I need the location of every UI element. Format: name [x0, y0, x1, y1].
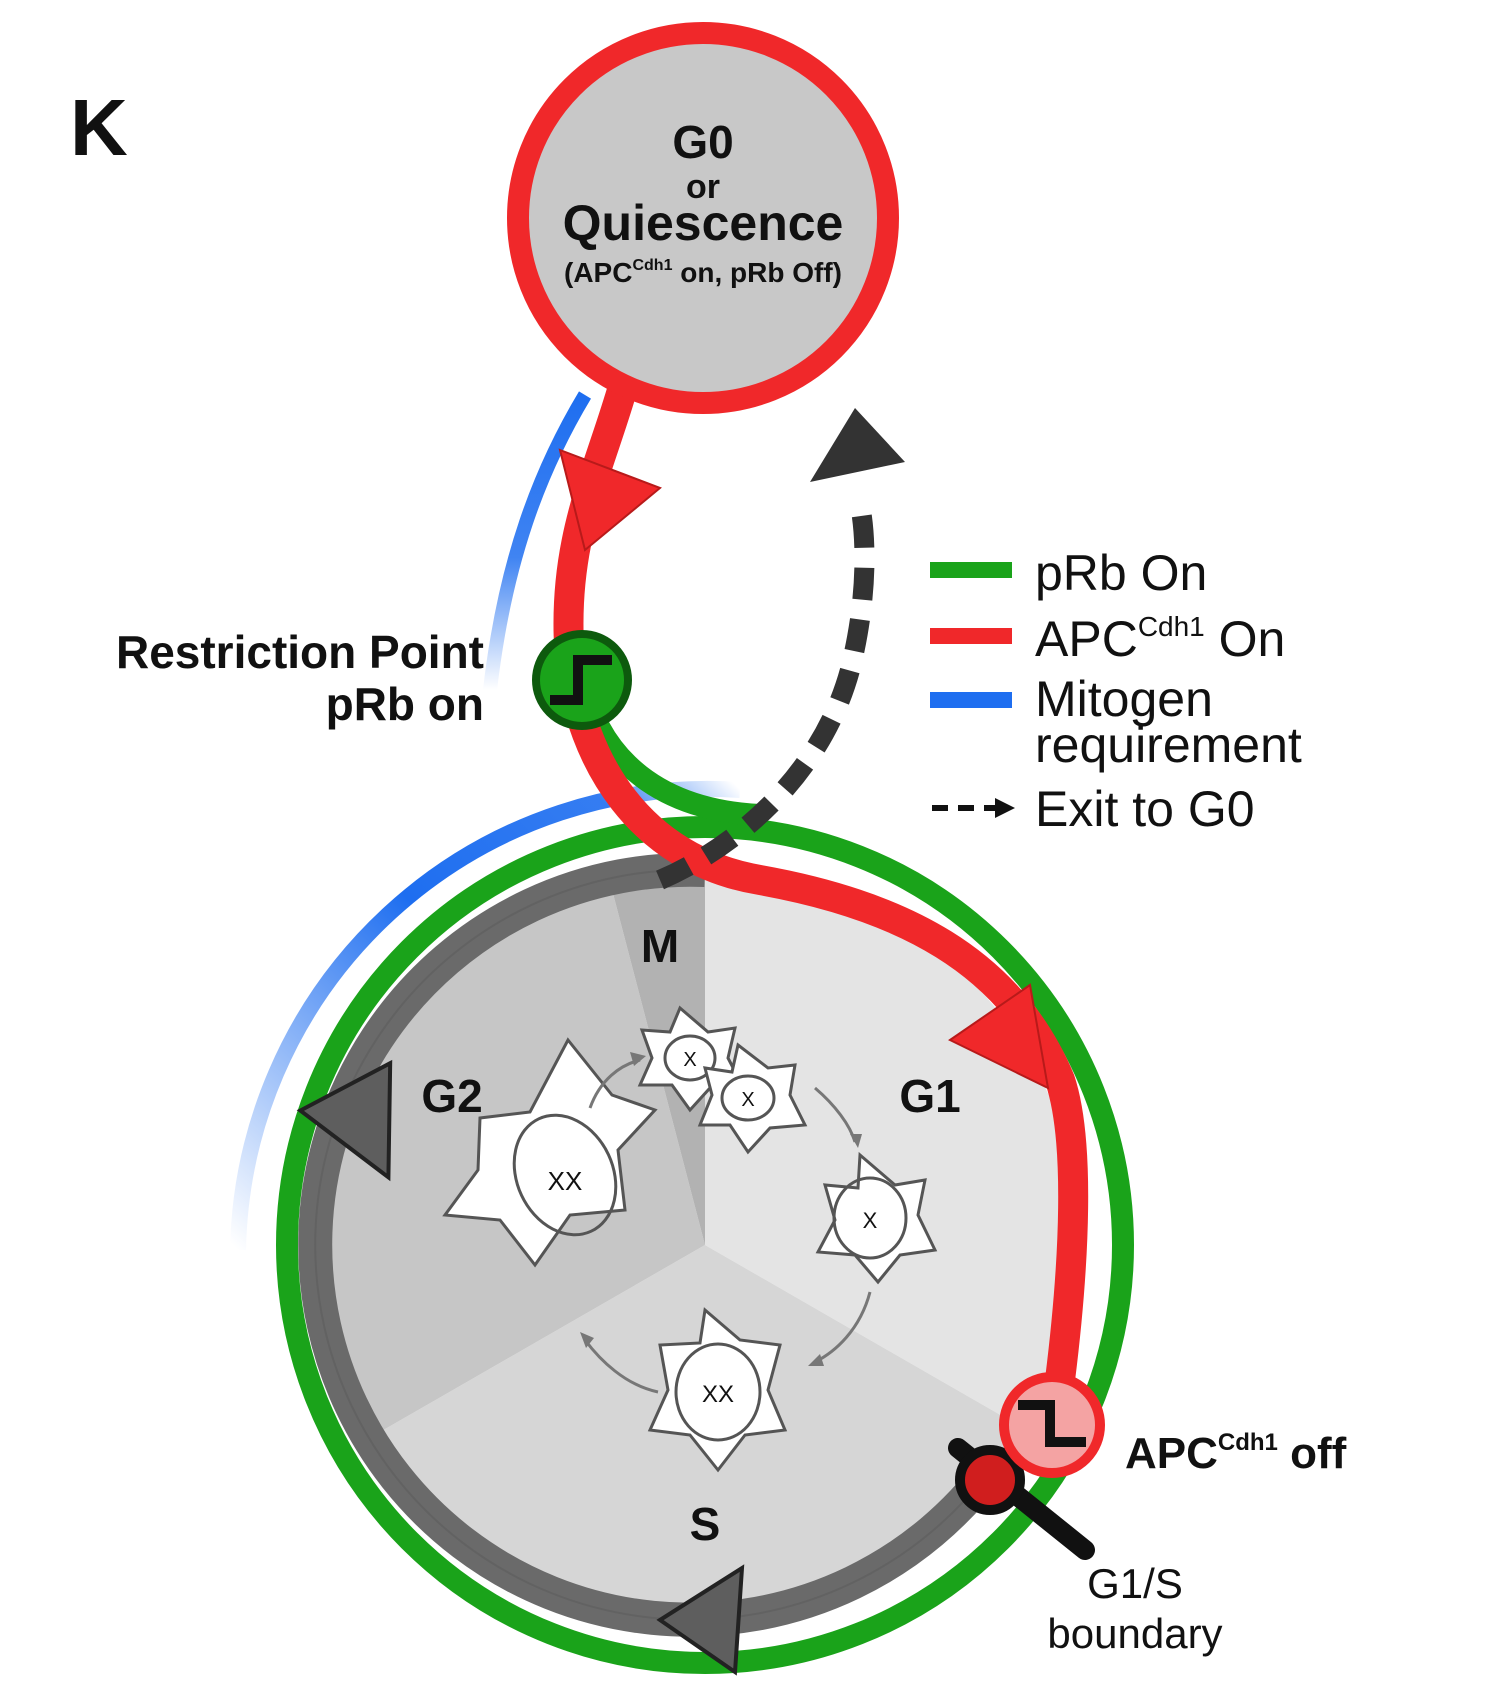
apc-on-path [553, 365, 1089, 1395]
switch-off-icon [999, 1372, 1105, 1478]
prb-on-ring [276, 816, 1134, 1674]
restriction-point-label: Restriction Point [116, 626, 484, 678]
svg-text:X: X [741, 1089, 754, 1111]
boundary-label: boundary [1047, 1610, 1222, 1657]
g0-quiescence: Quiescence [563, 195, 844, 251]
panel-letter: K [70, 83, 128, 172]
phase-g2-label: G2 [421, 1070, 482, 1122]
cycle-track [298, 852, 1004, 1637]
apc-off-label: APCCdh1 off [1125, 1429, 1347, 1478]
arrow-s-to-g2-icon [656, 1564, 745, 1676]
legend-mitogen-label: Mitogen [1035, 671, 1213, 727]
sector-g1 [705, 870, 1080, 1432]
cell-cycle-arrowheads [580, 1052, 862, 1366]
legend-exit-label: Exit to G0 [1035, 781, 1255, 837]
svg-text:X: X [683, 1049, 696, 1071]
legend-mitogen-swatch [930, 692, 1012, 708]
legend: pRb On APCCdh1 On Mitogen requirement Ex… [930, 545, 1302, 837]
legend-apc-swatch [930, 628, 1012, 644]
legend-prb-label: pRb On [1035, 545, 1207, 601]
phase-g1-label: G1 [899, 1070, 960, 1122]
g0-detail: (APCCdh1 on, pRb Off) [564, 257, 842, 288]
arrow-exit-g0-icon [810, 408, 905, 482]
exit-to-g0-path [656, 503, 875, 890]
phase-m-label: M [641, 920, 679, 972]
legend-requirement-label: requirement [1035, 717, 1302, 773]
svg-text:X: X [863, 1208, 878, 1233]
legend-prb-swatch [930, 562, 1012, 578]
mitogen-line-g0 [483, 391, 592, 691]
g0-title: G0 [672, 116, 733, 168]
g0-or: or [686, 168, 720, 206]
restriction-prb-label: pRb on [326, 678, 484, 730]
g1s-label: G1/S [1087, 1560, 1183, 1607]
legend-apc-label: APCCdh1 On [1035, 611, 1285, 667]
legend-exit-swatch [932, 798, 1015, 818]
arrow-apc-g1-icon [948, 983, 1050, 1090]
arrow-g2-to-m-icon [296, 1059, 393, 1182]
arrow-apc-g0-icon [558, 448, 662, 552]
phase-s-label: S [690, 1498, 721, 1550]
switch-on-icon [532, 630, 632, 730]
svg-text:XX: XX [702, 1381, 734, 1408]
cell-icon: XX X X X XX [442, 1005, 938, 1473]
g0-quiescence-circle [507, 22, 899, 414]
svg-text:XX: XX [548, 1166, 583, 1196]
g1s-checkpoint-icon [948, 1438, 1095, 1560]
